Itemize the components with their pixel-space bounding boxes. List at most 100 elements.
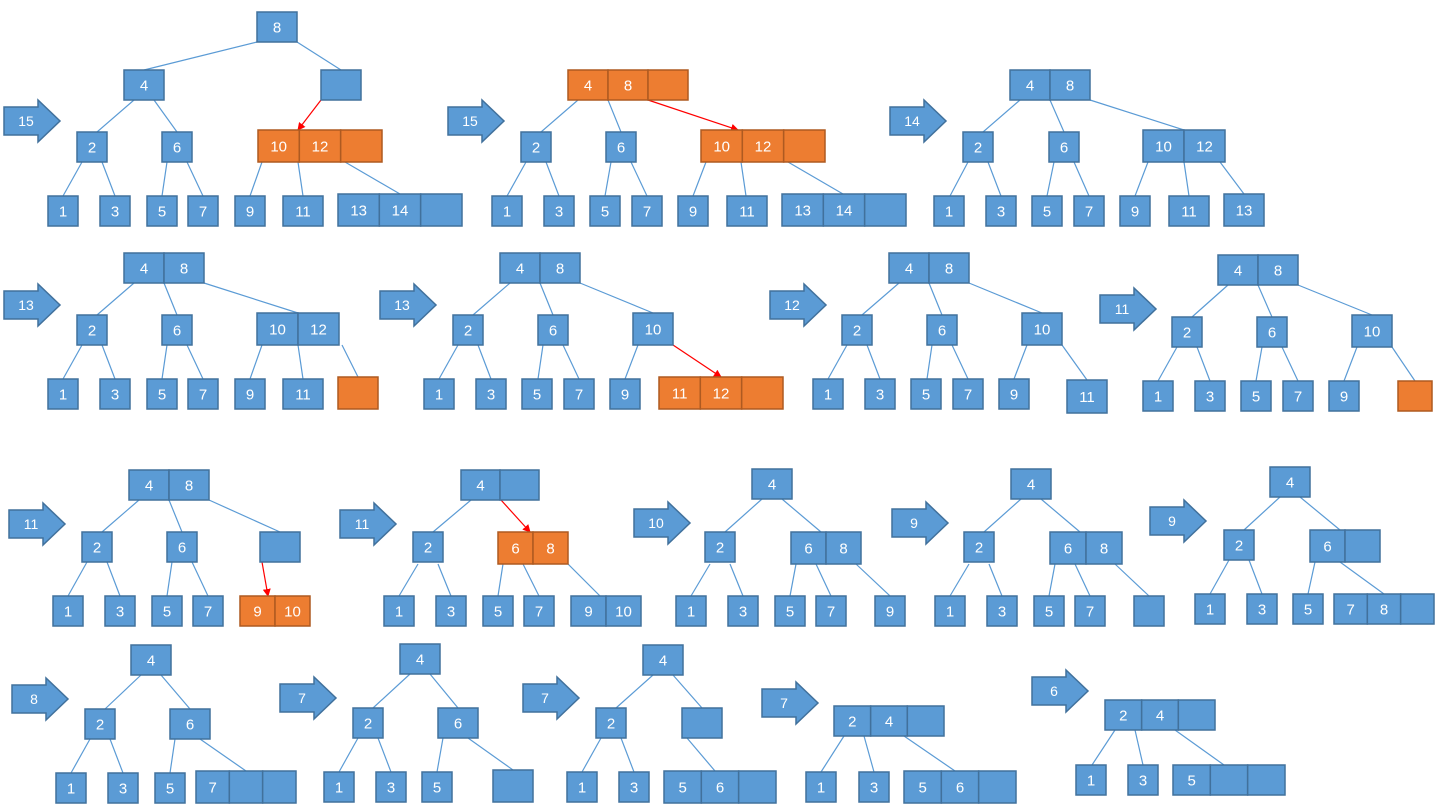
- key-label: 1: [59, 387, 67, 404]
- tree-edge: [1209, 559, 1230, 595]
- btree-node: 13: [1223, 193, 1265, 227]
- key-cell: [1172, 764, 1212, 796]
- key-cell: [234, 195, 266, 227]
- key-label: 7: [199, 387, 207, 404]
- btree-node: 5: [146, 378, 178, 410]
- step-arrow-shape: [339, 501, 398, 547]
- key-label: 8: [546, 541, 554, 558]
- key-label: 10: [615, 604, 632, 621]
- tree-edge: [497, 563, 504, 597]
- key-cell: [874, 595, 906, 627]
- step-arrow: 14: [889, 98, 948, 144]
- key-label: 14: [392, 203, 409, 220]
- btree-node: 3: [618, 771, 650, 803]
- step-number: 7: [780, 695, 788, 711]
- key-label: 4: [145, 478, 153, 495]
- btree-node: 7: [1074, 595, 1106, 627]
- key-label: 13: [350, 203, 367, 220]
- key-label: 4: [516, 261, 524, 278]
- step-arrow-shape: [889, 98, 948, 144]
- btree-node: 3: [858, 771, 890, 803]
- key-label: 2: [975, 540, 983, 557]
- key-cell: [282, 195, 324, 227]
- key-label: 5: [158, 387, 166, 404]
- key-cell: [805, 771, 837, 803]
- key-label: 9: [584, 604, 592, 621]
- key-cell: [161, 131, 193, 163]
- key-cell: [234, 378, 266, 410]
- btree-node: [337, 376, 379, 410]
- btree-node: 6: [1256, 316, 1288, 348]
- key-label: 8: [839, 541, 847, 558]
- key-cell: [858, 771, 890, 803]
- key-label: 7: [204, 604, 212, 621]
- tree-edge: [101, 499, 140, 533]
- btree-node: 11: [282, 378, 324, 410]
- key-cell: [1246, 593, 1278, 625]
- tree-edge: [203, 282, 299, 314]
- btree-node: [320, 69, 362, 101]
- tree-edge: [690, 563, 711, 597]
- key-cell: [940, 770, 980, 804]
- key-cell: [104, 595, 136, 627]
- btree-node: 1: [323, 771, 355, 803]
- tree-edge: [1046, 161, 1055, 197]
- key-cell: [146, 195, 178, 227]
- key-label: 1: [687, 604, 695, 621]
- key-label: 6: [804, 541, 812, 558]
- key-cell: [1142, 380, 1174, 412]
- key-cell: [841, 314, 873, 346]
- tree-edge: [1191, 284, 1229, 318]
- key-label: 1: [946, 604, 954, 621]
- step-number: 11: [1115, 301, 1130, 317]
- tree-edge: [338, 737, 359, 773]
- step-arrow-shape: [447, 98, 506, 144]
- btree-node: 2: [704, 531, 736, 563]
- btree-node: 2: [962, 131, 994, 163]
- tree-edge: [1089, 99, 1185, 131]
- step-arrow-shape: [891, 500, 950, 546]
- key-label: 9: [246, 387, 254, 404]
- key-cell: [274, 595, 311, 627]
- tree-edge: [143, 41, 258, 71]
- step-number: 7: [541, 690, 549, 706]
- key-label: 1: [395, 604, 403, 621]
- btree-node: 1: [805, 771, 837, 803]
- key-label: 5: [533, 387, 541, 404]
- key-label: 6: [511, 541, 519, 558]
- step-arrow: 15: [3, 98, 62, 144]
- btree-node: [1133, 595, 1165, 627]
- key-cell: [1328, 380, 1360, 412]
- key-label: 2: [607, 716, 615, 733]
- key-cell: [412, 531, 444, 563]
- empty-key-slot: [492, 769, 534, 803]
- key-cell: [1183, 129, 1226, 163]
- tree-edge: [692, 161, 707, 197]
- tree-edge: [1174, 729, 1225, 766]
- key-label: 6: [1060, 140, 1068, 157]
- key-cell: [47, 195, 79, 227]
- tree-edge: [789, 563, 797, 597]
- key-label: 7: [575, 387, 583, 404]
- key-label: 6: [617, 140, 625, 157]
- step-arrow-shape: [3, 98, 62, 144]
- btree-node: 2: [84, 708, 116, 740]
- btree-node: 5: [1172, 764, 1286, 796]
- key-label: 1: [824, 387, 832, 404]
- btree-node: 9: [1328, 380, 1360, 412]
- key-label: 2: [853, 323, 861, 340]
- key-cell: [423, 378, 455, 410]
- key-label: 9: [253, 604, 261, 621]
- btree-node: 3: [1194, 380, 1226, 412]
- tree-edge: [67, 561, 88, 597]
- tree-edge: [607, 99, 622, 133]
- step-number: 15: [462, 113, 478, 129]
- tree-edge: [1257, 284, 1273, 318]
- tree-edge: [1134, 161, 1149, 197]
